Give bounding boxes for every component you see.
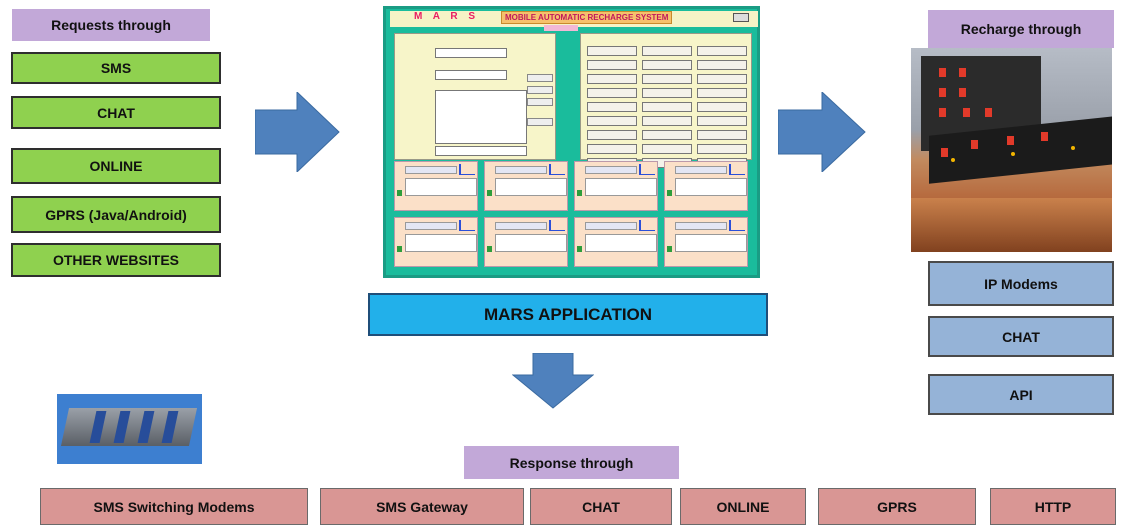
right-arrow-icon: [778, 92, 866, 172]
screen-status-cells: [394, 161, 750, 269]
sms-switching-modem-image: [57, 394, 202, 464]
recharge-ip-modems: IP Modems: [928, 261, 1114, 306]
down-arrow-icon: [512, 353, 594, 409]
screen-close-button: [733, 13, 749, 22]
requests-header: Requests through: [12, 9, 210, 41]
screen-button-grid: [587, 46, 747, 168]
screen-login-strip: [544, 25, 578, 31]
response-chat: CHAT: [530, 488, 672, 525]
screen-left-panel: [394, 33, 556, 160]
request-gprs: GPRS (Java/Android): [11, 196, 221, 233]
response-sms-gateway: SMS Gateway: [320, 488, 524, 525]
response-sms-switching-modems: SMS Switching Modems: [40, 488, 308, 525]
response-header: Response through: [464, 446, 679, 479]
response-http: HTTP: [990, 488, 1116, 525]
screen-subtitle: MOBILE AUTOMATIC RECHARGE SYSTEM: [501, 11, 673, 24]
response-online: ONLINE: [680, 488, 806, 525]
screen-title: M A R S: [414, 11, 480, 22]
recharge-header: Recharge through: [928, 10, 1114, 48]
recharge-api: API: [928, 374, 1114, 415]
request-online: ONLINE: [11, 148, 221, 184]
recharge-chat: CHAT: [928, 316, 1114, 357]
ip-modem-rack-photo: [911, 48, 1112, 252]
mars-application-screenshot: M A R S MOBILE AUTOMATIC RECHARGE SYSTEM: [383, 6, 760, 278]
mars-application-box: MARS APPLICATION: [368, 293, 768, 336]
right-arrow-icon: [255, 92, 340, 172]
request-sms: SMS: [11, 52, 221, 84]
request-other-websites: OTHER WEBSITES: [11, 243, 221, 277]
request-chat: CHAT: [11, 96, 221, 129]
response-gprs: GPRS: [818, 488, 976, 525]
